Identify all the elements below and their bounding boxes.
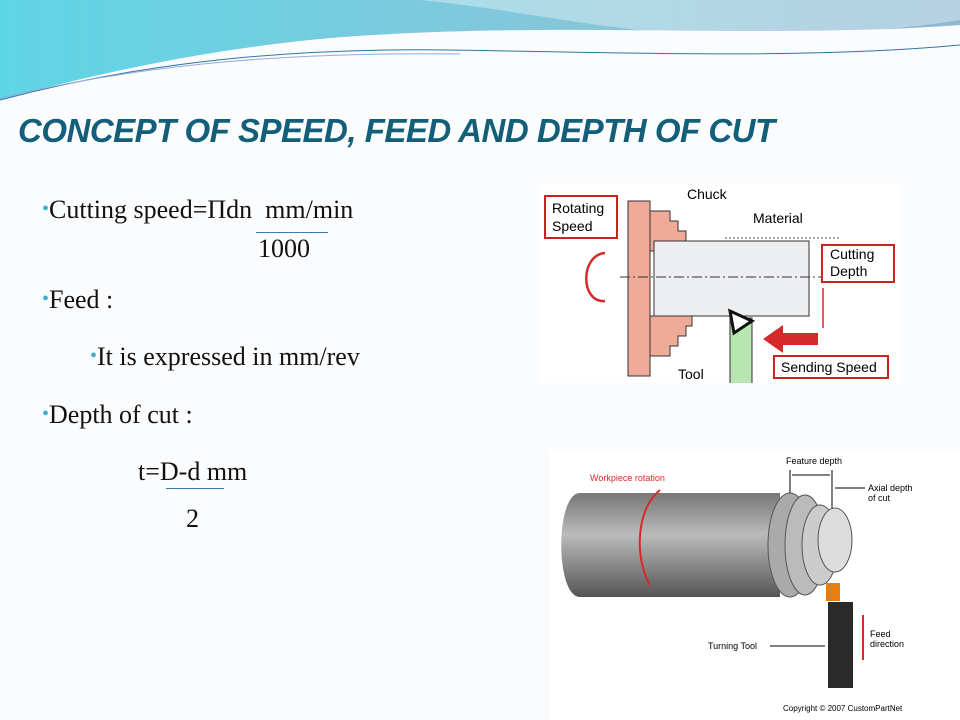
bullet-icon: •: [42, 403, 50, 425]
feed-arrow: [763, 325, 818, 353]
label-direction: direction: [870, 639, 904, 649]
cutting-speed-label: Cutting speed=: [49, 195, 208, 224]
copyright-text: Copyright © 2007 CustomPartNet: [783, 704, 903, 713]
depth-denominator: 2: [186, 504, 199, 533]
tool-insert: [728, 308, 756, 336]
material: [653, 240, 810, 317]
cutting-speed-unit: mm/min: [265, 195, 354, 224]
fraction-line: [256, 232, 328, 233]
slide-title: CONCEPT OF SPEED, FEED AND DEPTH OF CUT: [18, 112, 775, 149]
fraction-line: [166, 488, 224, 489]
depth-numerator: D-d: [159, 457, 201, 486]
label-turning-tool: Turning Tool: [708, 641, 757, 651]
label-sending-speed: Sending Speed: [781, 359, 877, 375]
label-feed: Feed: [870, 629, 891, 639]
bullet-feed: •Feed :: [42, 285, 113, 315]
header-wave-decoration: [0, 0, 960, 101]
feed-description: It is expressed in mm/rev: [97, 342, 360, 371]
label-chuck: Chuck: [687, 186, 728, 202]
turning-tool: [828, 602, 853, 688]
turning-diagram: Workpiece rotation Feature depth Axial d…: [550, 450, 960, 720]
workpiece: [561, 493, 780, 597]
bullet-cutting-speed: •Cutting speed=Πdn mm/min: [42, 195, 353, 225]
label-speed: Speed: [552, 218, 592, 234]
chuck-plate: [627, 200, 651, 377]
rotation-arrow: [585, 251, 606, 303]
label-feature-depth: Feature depth: [786, 456, 842, 466]
bullet-icon: •: [42, 198, 50, 220]
cutting-speed-denominator: 1000: [258, 234, 310, 263]
rotation-arrow: [638, 489, 661, 586]
label-material: Material: [753, 210, 803, 226]
depth-formula: t=D-d mm: [138, 457, 247, 487]
bullet-icon: •: [42, 288, 50, 310]
label-depth: Depth: [830, 263, 867, 279]
depth-prefix: t=: [138, 457, 160, 486]
bullet-depth: •Depth of cut :: [42, 400, 193, 430]
label-cutting: Cutting: [830, 246, 874, 262]
depth-unit: mm: [206, 457, 248, 486]
label-rotating: Rotating: [552, 200, 604, 216]
label-tool: Tool: [678, 366, 704, 382]
label-axial-depth: Axial depth: [868, 483, 913, 493]
chuck-jaw-bottom: [649, 315, 693, 357]
label-workpiece-rotation: Workpiece rotation: [590, 473, 665, 483]
depth-label: Depth of cut :: [49, 400, 193, 429]
cutting-speed-numerator: Πdn: [207, 195, 253, 224]
bullet-feed-sub: •It is expressed in mm/rev: [90, 342, 360, 372]
feed-label: Feed :: [49, 285, 114, 314]
bullet-icon: •: [90, 345, 98, 367]
label-axial-depth-2: of cut: [868, 493, 891, 503]
lathe-diagram: Rotating Speed Chuck Material Cutting De…: [540, 183, 900, 383]
